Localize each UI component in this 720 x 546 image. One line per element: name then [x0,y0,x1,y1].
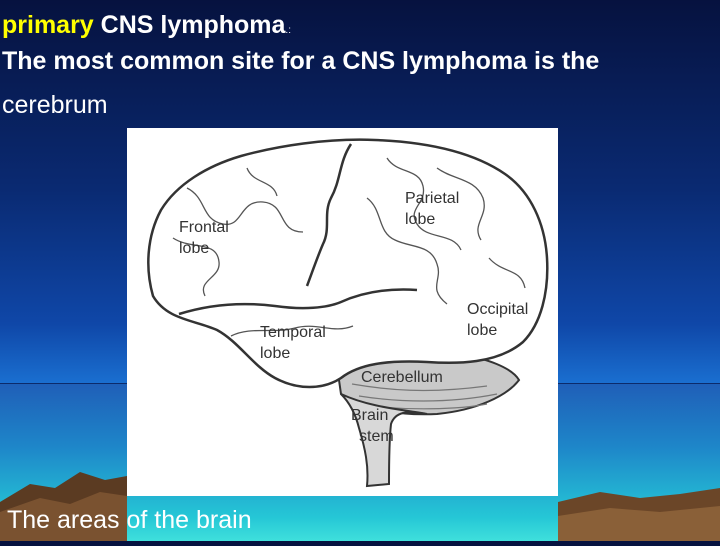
brain-illustration: Frontal lobe Parietal lobe Occipital lob… [147,138,549,488]
label-frontal: Frontal [179,219,229,236]
brainstem-shape [340,393,428,488]
cerebrum-shape [147,138,549,389]
lateral-sulcus [178,288,418,316]
body-line-cerebrum: cerebrum [2,91,108,119]
title-highlight: primary [2,11,94,39]
gyri-lines [172,157,526,337]
title-suffix: .: [285,25,291,36]
central-sulcus [305,143,353,287]
label-parietal: Parietal [405,190,459,207]
label-brain: Brain [351,407,388,424]
label-occipital: Occipital [467,301,528,318]
body-line: The most common site for a CNS lymphoma … [2,47,600,75]
label-temporal-lobe: lobe [260,345,290,362]
brain-diagram: Frontal lobe Parietal lobe Occipital lob… [127,128,558,496]
label-frontal-lobe: lobe [179,240,209,257]
label-cerebellum: Cerebellum [361,369,443,386]
mountains-decoration [0,472,720,541]
label-occipital-lobe: lobe [467,322,497,339]
label-parietal-lobe: lobe [405,211,435,228]
slide-title: primary CNS lymphoma.: [2,10,291,46]
title-main: CNS lymphoma [93,11,286,39]
label-temporal: Temporal [260,324,326,341]
label-stem: stem [359,428,394,445]
caption: The areas of the brain [7,506,252,534]
